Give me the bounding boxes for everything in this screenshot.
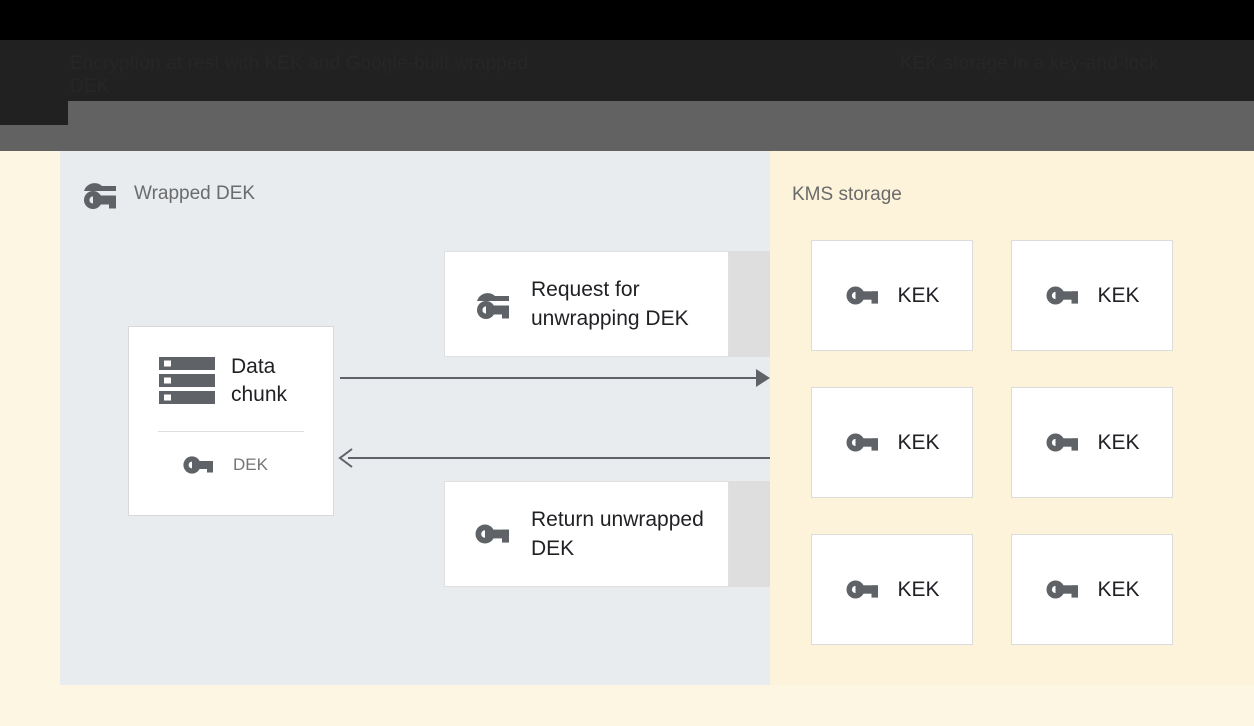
kek-label: KEK	[1097, 577, 1140, 601]
header-title-left: Encryption at rest with KEK and Google-b…	[70, 53, 529, 97]
header-band-notch	[0, 101, 68, 125]
data-chunk-card-title: Data chunk	[231, 355, 288, 406]
kek-box[interactable]: KEK	[1011, 387, 1173, 498]
key-icon	[1044, 431, 1082, 454]
return-card[interactable]: Return unwrapped DEK	[444, 481, 729, 587]
data-chunk-card-top: Data chunk	[129, 353, 333, 409]
kek-grid: KEK KEK KEK	[811, 240, 1173, 645]
key-icon	[1044, 284, 1082, 307]
key-icon	[844, 284, 882, 307]
return-arrow-head	[338, 448, 353, 468]
data-chunk-card[interactable]: Data chunk DEK	[128, 326, 334, 516]
return-arrow-line	[348, 457, 770, 459]
request-arrow-line	[340, 377, 763, 379]
kek-box[interactable]: KEK	[1011, 240, 1173, 351]
key-icon	[473, 522, 513, 546]
wrapped-key-icon	[473, 288, 513, 320]
kek-label: KEK	[1097, 283, 1140, 307]
data-chunk-card-dek-label: DEK	[233, 455, 268, 474]
panel-wrapped-dek-title: Wrapped DEK	[134, 183, 256, 204]
request-card-label: Request for unwrapping DEK	[531, 278, 689, 330]
kek-box[interactable]: KEK	[811, 240, 973, 351]
kek-label: KEK	[897, 577, 940, 601]
key-icon	[181, 454, 217, 476]
kek-box[interactable]: KEK	[1011, 534, 1173, 645]
data-chunk-card-bottom: DEK	[129, 454, 333, 476]
wrapped-key-icon	[80, 179, 120, 209]
key-icon	[1044, 578, 1082, 601]
kek-box[interactable]: KEK	[811, 534, 973, 645]
header-title-right: KEK storage in a key-and-lock	[900, 53, 1159, 74]
request-arrow-head	[756, 369, 770, 387]
kek-label: KEK	[897, 430, 940, 454]
kek-box[interactable]: KEK	[811, 387, 973, 498]
panel-wrapped-dek-header: Wrapped DEK	[80, 179, 255, 209]
kek-label: KEK	[897, 283, 940, 307]
key-icon	[844, 578, 882, 601]
panel-kms-storage-title: KMS storage	[792, 184, 902, 205]
data-chunk-icon	[159, 356, 215, 406]
request-card[interactable]: Request for unwrapping DEK	[444, 251, 729, 357]
kek-label: KEK	[1097, 430, 1140, 454]
header-gray-band	[0, 101, 1254, 151]
return-card-label: Return unwrapped DEK	[531, 508, 704, 560]
key-icon	[844, 431, 882, 454]
data-chunk-card-divider	[158, 431, 304, 432]
